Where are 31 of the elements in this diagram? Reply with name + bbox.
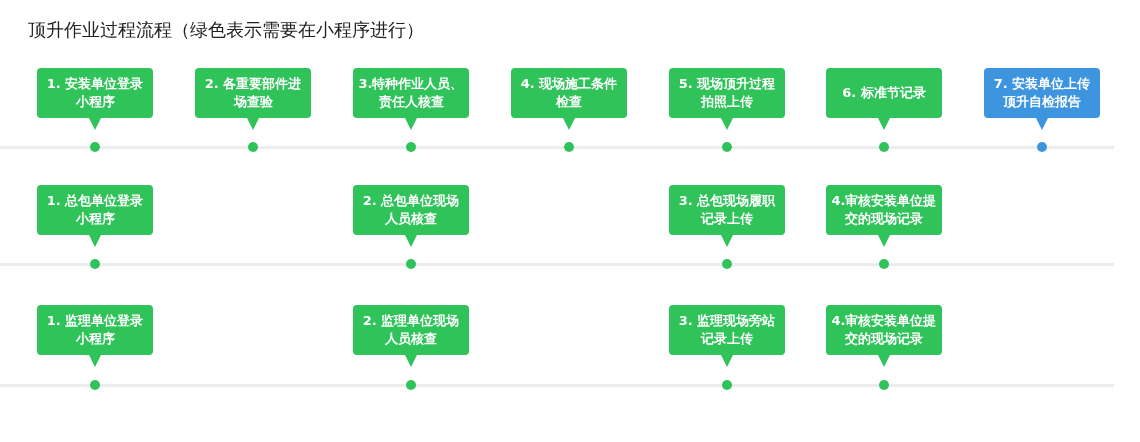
step-label: 6. 标准节记录 xyxy=(841,84,927,102)
callout-box xyxy=(984,68,1100,130)
callout-box xyxy=(826,305,942,367)
callout-box xyxy=(37,185,153,247)
step-label: 1. 安装单位登录小程序 xyxy=(45,75,145,111)
callout-box xyxy=(37,305,153,367)
callout-box xyxy=(669,185,785,247)
callout-box xyxy=(669,305,785,367)
step-label: 2. 各重要部件进场查验 xyxy=(203,75,303,111)
callout-box xyxy=(37,68,153,130)
callout-box xyxy=(353,305,469,367)
step-label: 7. 安装单位上传顶升自检报告 xyxy=(992,75,1092,111)
diagram-title: 顶升作业过程流程（绿色表示需要在小程序进行） xyxy=(28,18,424,42)
callout-box xyxy=(669,68,785,130)
step-label: 2. 总包单位现场人员核查 xyxy=(361,192,461,228)
step-label: 4.审核安装单位提交的现场记录 xyxy=(830,192,938,228)
step-label: 4.审核安装单位提交的现场记录 xyxy=(830,312,938,348)
step-label: 3. 总包现场履职记录上传 xyxy=(677,192,777,228)
callout-box xyxy=(826,185,942,247)
callout-box xyxy=(353,185,469,247)
step-label: 3. 监理现场旁站记录上传 xyxy=(677,312,777,348)
step-label: 1. 总包单位登录小程序 xyxy=(45,192,145,228)
step-label: 3.特种作业人员、责任人核查 xyxy=(357,75,465,111)
callout-box xyxy=(195,68,311,130)
step-label: 4. 现场施工条件检查 xyxy=(519,75,619,111)
callout-box xyxy=(353,68,469,130)
step-label: 2. 监理单位现场人员核查 xyxy=(361,312,461,348)
callout-box xyxy=(826,68,942,130)
step-label: 1. 监理单位登录小程序 xyxy=(45,312,145,348)
step-label: 5. 现场顶升过程拍照上传 xyxy=(677,75,777,111)
callout-box xyxy=(511,68,627,130)
